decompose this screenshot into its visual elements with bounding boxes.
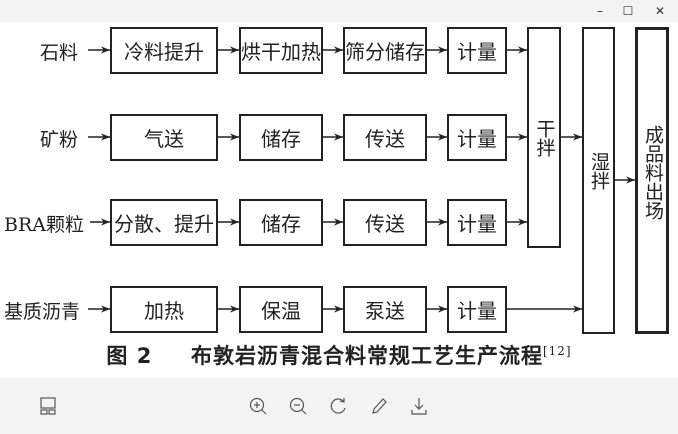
dry-mix-box: 干拌 (527, 27, 561, 248)
download-button[interactable] (407, 394, 431, 418)
step-screen-store: 筛分储存 (343, 27, 427, 74)
step-storage: 储存 (239, 199, 323, 246)
step-metering: 计量 (447, 286, 507, 333)
wet-mix-box: 湿拌 (582, 27, 615, 334)
zoom-out-button[interactable] (286, 394, 310, 418)
figure-number: 图 2 (106, 344, 153, 368)
rotate-button[interactable] (327, 394, 351, 418)
figure-reference: [12] (542, 344, 572, 358)
thumbnail-view-button[interactable] (36, 394, 60, 418)
source-label-base-asphalt: 基质沥青 (4, 301, 81, 323)
pencil-icon (372, 398, 387, 414)
thumbnail-layout-icon (40, 397, 56, 415)
zoom-in-button[interactable] (246, 394, 270, 418)
step-pneumatic: 气送 (110, 114, 218, 161)
minimize-icon: – (597, 4, 603, 18)
minimize-button[interactable]: – (586, 1, 614, 21)
close-button[interactable]: ✕ (646, 1, 674, 21)
step-pumping: 泵送 (343, 286, 427, 333)
window-titlebar: – ☐ ✕ (0, 0, 678, 22)
step-heating: 加热 (110, 286, 218, 333)
zoom-out-icon (289, 397, 307, 415)
rotate-icon (330, 398, 346, 414)
zoom-in-icon (249, 397, 267, 415)
step-conveying: 传送 (343, 114, 427, 161)
figure-caption: 图 2 布敦岩沥青混合料常规工艺生产流程[12] (0, 340, 678, 370)
step-cold-lift: 冷料提升 (110, 27, 218, 74)
step-conveying: 传送 (343, 199, 427, 246)
step-disperse-lift: 分散、提升 (110, 199, 218, 246)
maximize-icon: ☐ (622, 4, 634, 18)
source-label-bra-granules: BRA颗粒 (4, 214, 84, 236)
step-dry-heat: 烘干加热 (239, 27, 323, 74)
source-label-mineral-powder: 矿粉 (40, 129, 79, 151)
figure-canvas (0, 22, 678, 378)
maximize-button[interactable]: ☐ (614, 1, 642, 21)
figure-title: 布敦岩沥青混合料常规工艺生产流程 (190, 344, 543, 368)
source-label-stone: 石料 (40, 42, 79, 64)
viewer-toolbar (0, 378, 678, 434)
step-storage: 储存 (239, 114, 323, 161)
edit-button[interactable] (367, 394, 391, 418)
finished-output-box: 成品料出场 (635, 27, 669, 334)
step-insulation: 保温 (239, 286, 323, 333)
step-metering: 计量 (447, 199, 507, 246)
close-icon: ✕ (654, 4, 666, 18)
download-icon (411, 398, 427, 415)
step-metering: 计量 (447, 114, 507, 161)
step-metering: 计量 (447, 27, 507, 74)
